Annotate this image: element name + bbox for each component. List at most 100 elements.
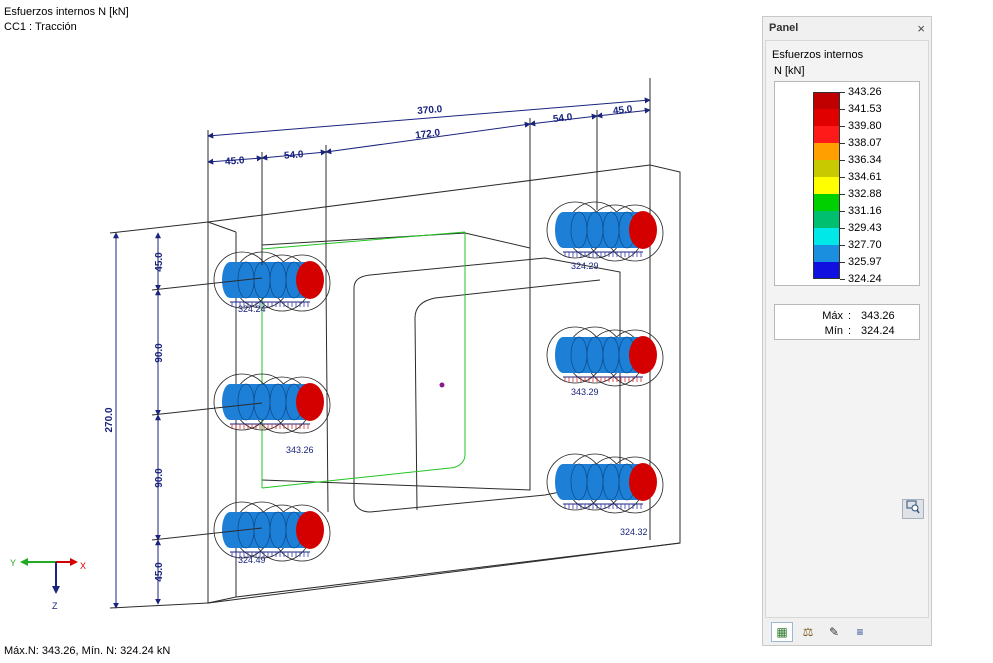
y-axis-label: Y [10, 558, 16, 568]
color-swatch [813, 194, 840, 211]
bolt-label-right-mid: 343.29 [571, 387, 599, 397]
scale-value: 341.53 [848, 103, 882, 115]
dim-left-45-top: 45.0 [154, 252, 165, 272]
scale-tick [840, 143, 845, 144]
microscope-tab[interactable]: ✎ [828, 625, 840, 639]
balance-tab[interactable]: ⚖ [802, 625, 814, 639]
scale-value: 324.24 [848, 273, 882, 285]
model-drawing: 370.0 45.0 54.0 172.0 54.0 45.0 270.0 45… [10, 78, 681, 611]
bolt-label-left-top: 324.24 [238, 304, 266, 314]
dimension-texts: 370.0 45.0 54.0 172.0 54.0 45.0 270.0 45… [104, 104, 633, 582]
close-icon[interactable]: × [917, 20, 925, 36]
bolt [213, 251, 331, 312]
panel-subtitle: Esfuerzos internos N [kN] [772, 47, 863, 79]
dim-top-right-45: 45.0 [612, 104, 633, 117]
color-swatch [813, 228, 840, 245]
bolt-tail [555, 464, 571, 500]
result-type-label: Esfuerzos internos N [kN] [4, 6, 129, 18]
dim-left-90-b: 90.0 [154, 468, 165, 488]
panel-body: Esfuerzos internos N [kN] 343.26 341.53 33… [765, 40, 929, 618]
layers-tab[interactable]: ≡ [856, 625, 864, 639]
scale-tick [840, 177, 845, 178]
x-axis-arrow [70, 558, 78, 566]
min-value: 324.24 [861, 325, 895, 337]
y-axis-arrow [20, 558, 28, 566]
scale-value: 343.26 [848, 86, 882, 98]
bolt-head [296, 261, 324, 299]
scale-value: 334.61 [848, 171, 882, 183]
bolt-label-left-bot: 324.49 [238, 555, 266, 565]
extremes-box: Máx : 343.26 Mín : 324.24 [774, 304, 920, 340]
z-axis-arrow [52, 586, 60, 594]
bolt-label-right-bot: 324.32 [620, 527, 648, 537]
color-scale-tab[interactable]: ▦ [771, 622, 793, 642]
scale-value: 327.70 [848, 239, 882, 251]
bolt-group [213, 201, 664, 562]
magnifier-icon [906, 500, 920, 514]
scale-value: 329.43 [848, 222, 882, 234]
dim-left-total: 270.0 [104, 407, 115, 432]
color-swatch [813, 92, 840, 109]
dim-top-left-54: 54.0 [284, 149, 305, 162]
panel-heading: Esfuerzos internos [772, 49, 864, 61]
result-title: Esfuerzos internos N [kN] CC1 : Tracción [4, 5, 129, 35]
color-swatch [813, 211, 840, 228]
dim-top-left-45: 45.0 [225, 155, 246, 168]
dim-top-right-54: 54.0 [552, 112, 573, 125]
z-axis-label: Z [52, 601, 58, 611]
color-swatch [813, 126, 840, 143]
bolt [546, 201, 664, 262]
scale-tick [840, 194, 845, 195]
color-swatch [813, 262, 840, 279]
scale-value: 331.16 [848, 205, 882, 217]
bolt-tail [222, 262, 238, 298]
scale-tick [840, 211, 845, 212]
bolt-result-labels: 324.24 343.26 324.49 324.29 343.29 324.3… [238, 261, 648, 565]
bolt-head [629, 211, 657, 249]
dim-top-total: 370.0 [417, 104, 443, 117]
dim-left-45-bot: 45.0 [154, 562, 165, 582]
max-label: Máx [822, 310, 843, 322]
bolt [546, 453, 664, 514]
x-axis-label: X [80, 561, 86, 571]
scale-tick [840, 160, 845, 161]
color-swatch [813, 177, 840, 194]
scale-value: 332.88 [848, 188, 882, 200]
scale-value: 325.97 [848, 256, 882, 268]
scale-tick [840, 228, 845, 229]
min-label: Mín [824, 325, 843, 337]
zoom-icon[interactable] [902, 499, 924, 519]
dimension-lines [109, 78, 651, 609]
color-swatch [813, 143, 840, 160]
max-value: 343.26 [861, 310, 895, 322]
centroid-point [439, 382, 445, 388]
load-case-label: CC1 : Tracción [4, 21, 77, 33]
bolt [546, 326, 664, 387]
max-sep: : [848, 310, 852, 322]
color-swatch [813, 160, 840, 177]
bolt-tail [222, 384, 238, 420]
dim-left-90-a: 90.0 [154, 343, 165, 363]
axis-triad: Y X Z [10, 558, 86, 611]
panel-unit: N [kN] [774, 65, 805, 77]
scale-value: 338.07 [848, 137, 882, 149]
scale-value: 336.34 [848, 154, 882, 166]
model-viewport[interactable]: Esfuerzos internos N [kN] CC1 : Tracción [0, 0, 760, 663]
scale-tick [840, 92, 845, 93]
dim-top-mid: 172.0 [415, 127, 442, 141]
panel-title: Panel [769, 22, 799, 34]
bolt-head [629, 463, 657, 501]
color-swatch [813, 245, 840, 262]
color-swatch [813, 109, 840, 126]
bolt-tail [555, 337, 571, 373]
panel-tab-bar: ▦ ⚖ ✎ ≡ [765, 620, 929, 644]
results-panel: Panel × Esfuerzos internos N [kN] 343.26… [762, 16, 932, 646]
bolt-head [296, 383, 324, 421]
bolt [213, 373, 331, 434]
panel-header: Panel × [763, 17, 931, 39]
bolt-head [296, 511, 324, 549]
bolt-head [629, 336, 657, 374]
bolt-label-left-mid: 343.26 [286, 445, 314, 455]
status-extremes: Máx.N: 343.26, Mín. N: 324.24 kN [4, 645, 171, 657]
